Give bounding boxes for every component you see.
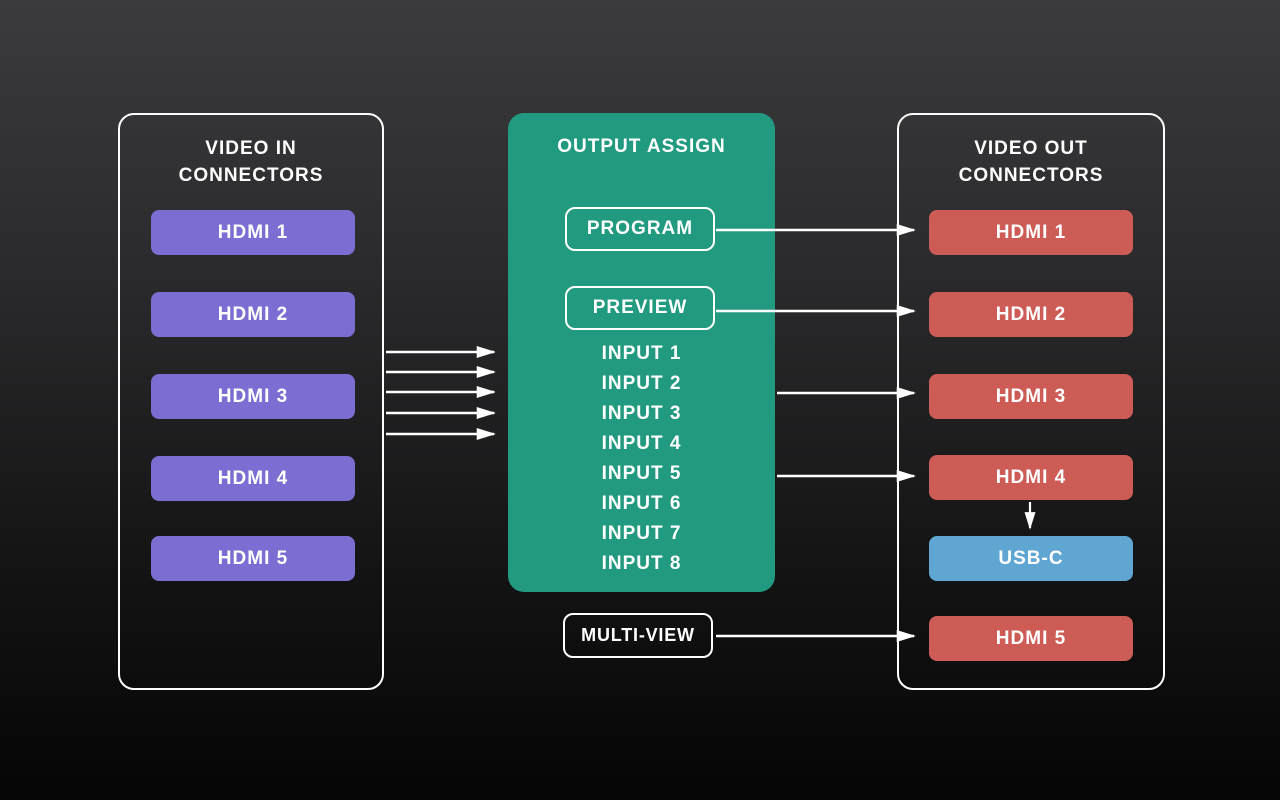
video-out-panel-title: VIDEO OUT CONNECTORS — [899, 135, 1163, 189]
video-out-title-line2: CONNECTORS — [958, 165, 1104, 186]
multi-view-button: MULTI-VIEW — [563, 613, 713, 658]
input-row-6: INPUT 6 — [601, 493, 682, 514]
program-button: PROGRAM — [565, 207, 715, 251]
usb-c-out: USB-C — [929, 536, 1133, 581]
input-row-2: INPUT 2 — [601, 373, 682, 394]
input-row-4: INPUT 4 — [601, 433, 682, 454]
hdmi-out-3: HDMI 3 — [929, 374, 1133, 419]
input-row-8: INPUT 8 — [601, 553, 682, 574]
hdmi-in-2: HDMI 2 — [151, 292, 355, 337]
input-row-3: INPUT 3 — [601, 403, 682, 424]
input-row-1: INPUT 1 — [601, 343, 682, 364]
hdmi-out-4: HDMI 4 — [929, 455, 1133, 500]
preview-button: PREVIEW — [565, 286, 715, 330]
hdmi-out-1: HDMI 1 — [929, 210, 1133, 255]
hdmi-in-1: HDMI 1 — [151, 210, 355, 255]
output-assign-panel: OUTPUT ASSIGN PROGRAM PREVIEW INPUT 1 IN… — [508, 113, 775, 592]
video-in-title-line2: CONNECTORS — [178, 165, 324, 186]
input-row-5: INPUT 5 — [601, 463, 682, 484]
video-out-title-line1: VIDEO OUT — [974, 138, 1088, 159]
hdmi-out-2: HDMI 2 — [929, 292, 1133, 337]
hdmi-in-4: HDMI 4 — [151, 456, 355, 501]
input-row-7: INPUT 7 — [601, 523, 682, 544]
hdmi-out-5: HDMI 5 — [929, 616, 1133, 661]
hdmi-in-5: HDMI 5 — [151, 536, 355, 581]
video-out-panel: VIDEO OUT CONNECTORS HDMI 1 HDMI 2 HDMI … — [897, 113, 1165, 690]
hdmi-in-3: HDMI 3 — [151, 374, 355, 419]
output-assign-title: OUTPUT ASSIGN — [557, 136, 726, 157]
input-list: INPUT 1 INPUT 2 INPUT 3 INPUT 4 INPUT 5 … — [508, 339, 775, 579]
video-in-panel-title: VIDEO IN CONNECTORS — [120, 135, 382, 189]
video-in-panel: VIDEO IN CONNECTORS HDMI 1 HDMI 2 HDMI 3… — [118, 113, 384, 690]
video-in-title-line1: VIDEO IN — [205, 138, 297, 159]
